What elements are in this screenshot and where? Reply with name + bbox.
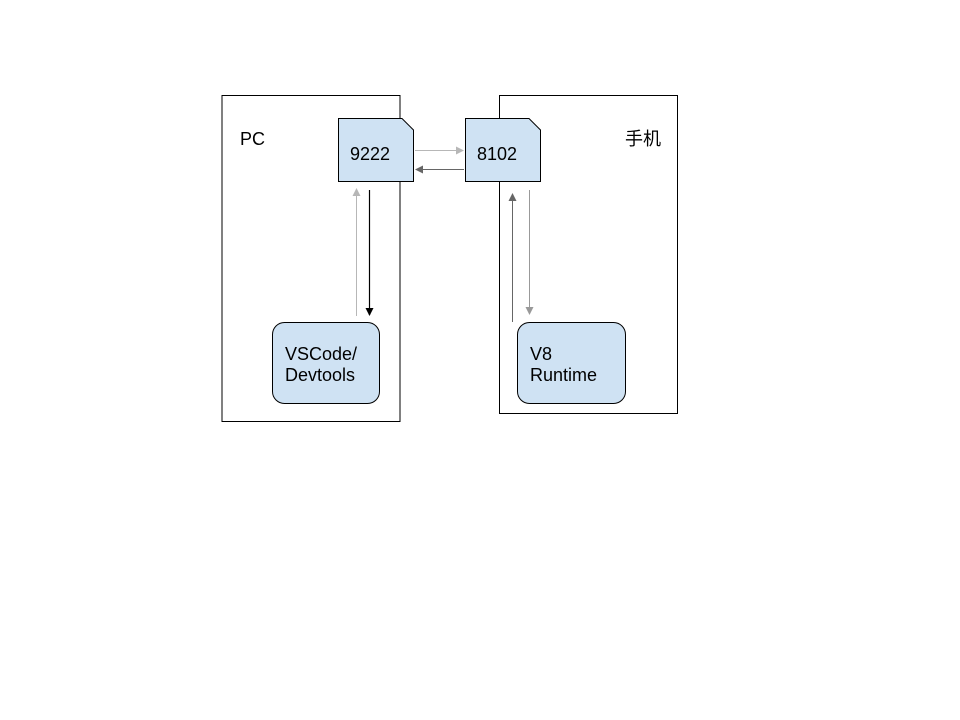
v8-runtime-node [517, 322, 626, 404]
vscode-devtools-line1: VSCode/ [285, 344, 357, 364]
pc-label: PC [240, 129, 265, 149]
port-8102-node [465, 118, 541, 182]
vscode-devtools-node [272, 322, 380, 404]
vscode-devtools-label: VSCode/ Devtools [285, 344, 362, 385]
port-9222-node [338, 118, 414, 182]
vscode-devtools-line2: Devtools [285, 365, 355, 385]
port-8102-label: 8102 [477, 144, 517, 164]
phone-label: 手机 [625, 129, 661, 149]
port-9222-label: 9222 [350, 144, 390, 164]
v8-runtime-line2: Runtime [530, 365, 597, 385]
v8-runtime-label: V8 Runtime [530, 344, 597, 385]
v8-runtime-line1: V8 [530, 344, 552, 364]
